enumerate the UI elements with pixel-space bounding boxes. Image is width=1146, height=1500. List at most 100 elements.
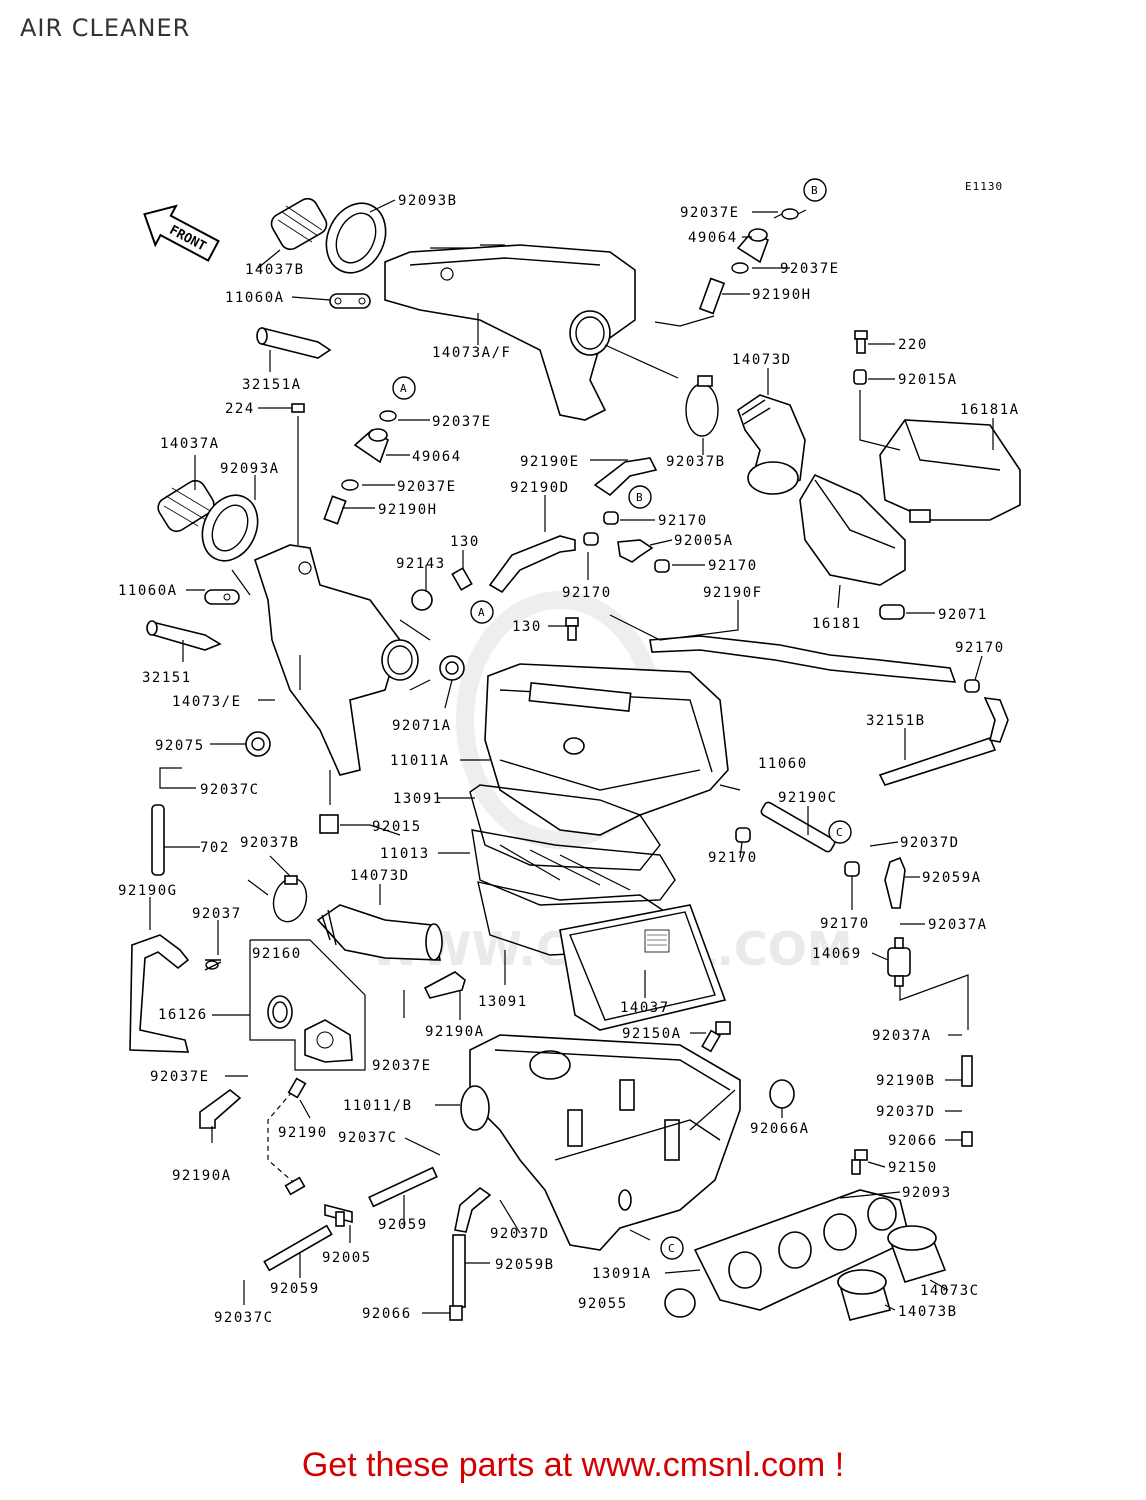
part-label: 92015 (372, 819, 422, 835)
grommet-92071 (879, 604, 905, 620)
part-label: 92190H (752, 287, 812, 303)
pipe-32151 (146, 620, 222, 651)
filter-element-14037A (157, 479, 215, 533)
part-label: 92037C (200, 782, 260, 798)
part-label: 14037A (160, 436, 220, 452)
svg-text:B: B (811, 184, 819, 197)
grommet-92143 (411, 589, 433, 611)
part-label: 14037B (245, 262, 305, 278)
filter-14069 (887, 937, 911, 987)
callout-c-right: C (828, 820, 852, 844)
bolt-92150A (701, 1021, 731, 1053)
hose-702 (151, 804, 165, 876)
part-label: 92190E (520, 454, 580, 470)
intake-duct-lower (254, 544, 419, 776)
part-label: 92037E (397, 479, 457, 495)
part-label: 92190B (876, 1073, 936, 1089)
part-label: 92170 (562, 585, 612, 601)
part-label: 92190H (378, 502, 438, 518)
part-label: 92093 (902, 1185, 952, 1201)
part-label: 92005A (674, 533, 734, 549)
front-arrow-icon: FRONT (143, 204, 220, 262)
bracket-11060A-top (329, 293, 371, 309)
part-label: 92037E (150, 1069, 210, 1085)
part-label: 92037 (192, 906, 242, 922)
bolt-130-b (565, 617, 579, 641)
part-label: 92190D (510, 480, 570, 496)
callout-a-mid: A (392, 376, 416, 400)
part-label: 92143 (396, 556, 446, 572)
part-label: 92059B (495, 1257, 555, 1273)
part-label: 92071 (938, 607, 988, 623)
part-label: 92150 (888, 1160, 938, 1176)
hose-92190-plain (267, 1077, 307, 1196)
grommet-92071A (439, 655, 465, 681)
clamp-92170-b (603, 511, 619, 525)
clip-92037 (204, 959, 222, 971)
part-label: 92170 (658, 513, 708, 529)
hose-92190H-mid (323, 495, 347, 525)
part-label: 92170 (708, 558, 758, 574)
air-cleaner-upper-case (484, 663, 729, 836)
clip-92037E-mid-a (379, 410, 397, 422)
part-label: 14069 (812, 946, 862, 962)
duct-14073D-upper (737, 394, 806, 495)
part-label: 92037E (780, 261, 840, 277)
part-label: 92005 (322, 1250, 372, 1266)
part-label: 92160 (252, 946, 302, 962)
bolt-92150 (851, 1149, 868, 1175)
part-label: 32151A (242, 377, 302, 393)
part-label: 13091A (592, 1266, 652, 1282)
part-label: 92066 (362, 1306, 412, 1322)
part-label: 92037D (900, 835, 960, 851)
svg-text:A: A (478, 606, 486, 619)
air-cleaner-lower-case (460, 1034, 741, 1251)
clamp-92170-c (654, 559, 670, 573)
part-label: 92190C (778, 790, 838, 806)
part-label: 13091 (393, 791, 443, 807)
part-label: 49064 (688, 230, 738, 246)
svg-text:B: B (636, 491, 644, 504)
part-label: 92037B (666, 454, 726, 470)
part-label: 92059 (270, 1281, 320, 1297)
bolt-224 (291, 403, 305, 413)
footer-link-text[interactable]: Get these parts at www.cmsnl.com ! (301, 1446, 845, 1484)
part-label: 92037E (432, 414, 492, 430)
hose-92059-b (263, 1224, 333, 1272)
cap-92066A (769, 1079, 795, 1109)
part-label: 14073/E (172, 694, 242, 710)
part-label: 16126 (158, 1007, 208, 1023)
funnel-14073B (837, 1269, 891, 1321)
part-label: 32151B (866, 713, 926, 729)
seal-92093A (201, 494, 259, 562)
part-label: 11013 (380, 846, 430, 862)
seal-92093B (325, 202, 387, 274)
part-label: 11060A (118, 583, 178, 599)
hose-92059A (884, 856, 906, 909)
clamp-92037B-lower (272, 875, 308, 923)
clamp-92015 (319, 814, 339, 834)
part-label: 92066 (888, 1133, 938, 1149)
bolt-220 (854, 330, 868, 354)
callout-c-bottom: C (660, 1236, 684, 1260)
diagram-code: E1130 (965, 180, 1003, 193)
part-label: 16181A (960, 402, 1020, 418)
part-label: 92037C (338, 1130, 398, 1146)
fitting-92005A (617, 539, 654, 563)
hose-92190B (961, 1055, 973, 1087)
hose-92190A-left (199, 1088, 242, 1129)
part-labels: 92093B 14037B 11060A 14073A/F 32151A 224… (118, 193, 1020, 1326)
hose-92059-a (368, 1166, 438, 1208)
hose-92190E (593, 457, 658, 497)
part-label: 11011/B (343, 1098, 413, 1114)
hose-92190D (488, 535, 576, 594)
part-label: 92093A (220, 461, 280, 477)
tee-92005 (324, 1203, 353, 1227)
cap-92066-a (449, 1305, 463, 1321)
clip-92037E-top (773, 208, 807, 220)
valve-49064-top (736, 228, 769, 264)
part-label: 92066A (750, 1121, 810, 1137)
part-label: 14037 (620, 1000, 670, 1016)
part-label: 702 (200, 840, 230, 856)
part-label: 92037D (876, 1104, 936, 1120)
